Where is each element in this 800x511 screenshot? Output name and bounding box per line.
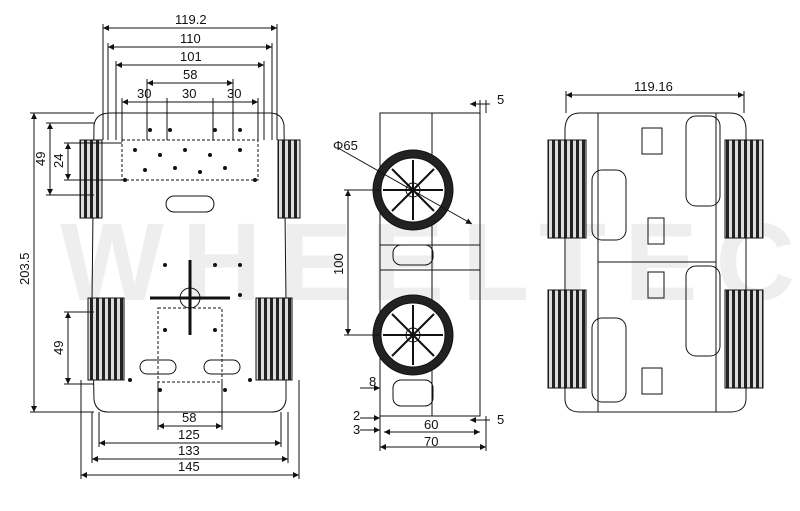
bracket-left-lower (591, 317, 627, 403)
side-dim-70: 70 (424, 434, 438, 449)
slot-top (165, 195, 215, 213)
front-left-dimensions (30, 112, 122, 413)
dim-width-110: 110 (180, 31, 201, 46)
chassis-plate (91, 112, 287, 413)
slot-bl (139, 359, 177, 375)
front-top-dimensions (102, 24, 278, 140)
side-dim-5-top: 5 (497, 92, 504, 107)
front-bottom-dimensions (80, 380, 300, 479)
wheel-rear-left (87, 297, 125, 381)
connector-1 (641, 127, 663, 155)
side-wheel-lower (372, 294, 454, 376)
bracket-right-lower (685, 265, 721, 357)
slot-br (203, 359, 241, 375)
side-dim-2: 2 (353, 408, 360, 423)
dim-height-24: 24 (51, 154, 66, 168)
connector-2 (647, 217, 665, 245)
dim-height-49-top: 49 (33, 152, 48, 166)
dim-bottom-145: 145 (178, 459, 200, 474)
dim-width-119-2: 119.2 (175, 12, 207, 27)
top-wheel-fl (547, 139, 587, 239)
dim-width-101: 101 (180, 49, 202, 64)
dim-spacing-30-c: 30 (227, 86, 241, 101)
dim-height-203-5: 203.5 (17, 252, 32, 285)
wheel-front-left (79, 139, 103, 219)
dim-spacing-30-a: 30 (137, 86, 151, 101)
side-view (337, 100, 490, 451)
side-bracket (431, 112, 481, 417)
top-wheel-rr (724, 289, 764, 389)
side-dim-diameter: Φ65 (333, 138, 358, 153)
top-wheel-fr (724, 139, 764, 239)
wheel-front-right (277, 139, 301, 219)
wheel-rear-right (255, 297, 293, 381)
dim-bottom-125: 125 (178, 427, 200, 442)
dim-width-58: 58 (183, 67, 197, 82)
connector-3 (647, 271, 665, 299)
side-dim-60: 60 (424, 417, 438, 432)
mount-zone-top (121, 139, 259, 181)
hole-pattern (123, 128, 257, 392)
top-dim-width: 119.16 (634, 79, 673, 94)
top-plate (564, 112, 747, 413)
side-dim-5-bottom: 5 (497, 412, 504, 427)
dim-bottom-133: 133 (178, 443, 200, 458)
side-dim-8: 8 (369, 374, 376, 389)
top-view (547, 91, 764, 413)
dim-bottom-58: 58 (182, 410, 196, 425)
side-dim-3: 3 (353, 422, 360, 437)
bracket-left-upper (591, 169, 627, 241)
bracket-right-upper (685, 115, 721, 207)
side-dim-100: 100 (331, 253, 346, 275)
dim-spacing-30-b: 30 (182, 86, 196, 101)
motor-lower (392, 379, 434, 407)
front-view (30, 24, 301, 479)
motor-upper (392, 244, 434, 266)
connector-4 (641, 367, 663, 395)
top-wheel-rl (547, 289, 587, 389)
dim-height-49-bottom: 49 (51, 341, 66, 355)
